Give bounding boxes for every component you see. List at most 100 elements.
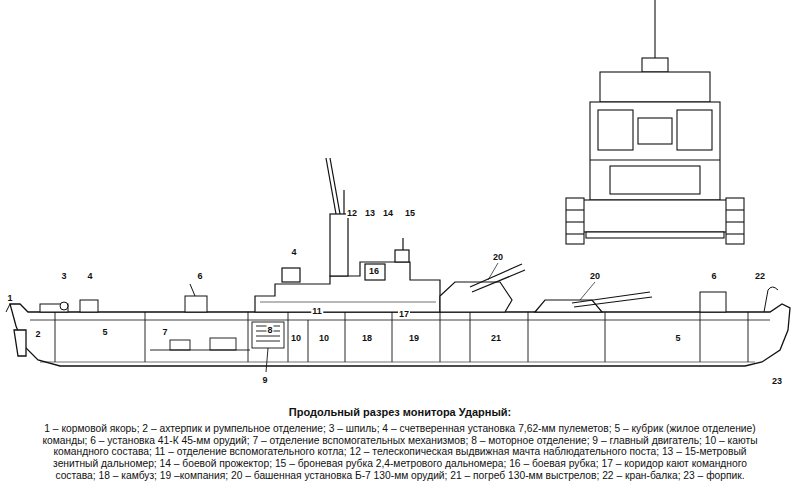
cross-section-part (566, 233, 584, 234)
gun-turrets-part (580, 282, 595, 300)
gun-turrets-part (488, 263, 498, 280)
engine (150, 322, 284, 372)
cross-section-part (677, 110, 712, 150)
hull-part (14, 330, 26, 356)
callout-number: 22 (754, 271, 766, 281)
bulkheads-part (392, 312, 393, 362)
callout-number: 21 (490, 333, 502, 343)
cross-section (566, 0, 744, 244)
cross-section-part (566, 221, 584, 222)
callout-number: 10 (318, 333, 330, 343)
bulkheads-part (700, 312, 701, 362)
callout-number: 3 (60, 271, 67, 281)
bulkheads-part (248, 312, 249, 362)
deck-equipment-part (80, 300, 98, 312)
callout-number: 18 (361, 333, 373, 343)
callout-number: 9 (261, 375, 268, 385)
engine-part (256, 336, 280, 337)
callout-number: 2 (34, 329, 41, 339)
gun-turrets-part (535, 300, 602, 312)
cross-section-part (654, 0, 655, 62)
deck-equipment-part (190, 284, 195, 296)
callout-number: 1 (6, 293, 13, 303)
cross-section-part (726, 233, 744, 234)
deck-equipment-part (185, 296, 207, 312)
hull-part (10, 304, 790, 366)
cross-section-part (638, 118, 672, 144)
deck-equipment-part (6, 304, 10, 312)
superstructure-part (282, 268, 300, 282)
bulkheads-part (748, 312, 749, 362)
bulkheads-part (528, 312, 529, 362)
callout-number: 4 (290, 247, 297, 257)
gun-turrets-part (470, 264, 522, 287)
hull-part (30, 320, 770, 321)
bulkheads-part (308, 320, 309, 362)
deck-equipment-part (700, 292, 726, 312)
gun-turrets-part (572, 292, 650, 303)
deck-equipment-part (764, 287, 778, 312)
figure-caption: 1 – кормовой якорь; 2 – ахтерпик и румпе… (40, 423, 760, 481)
callout-number: 13 (364, 208, 376, 218)
cross-section-part (590, 159, 720, 160)
gun-turrets-part (472, 270, 525, 292)
bulkheads-part (345, 312, 346, 362)
superstructure-part (395, 250, 409, 262)
bulkheads-part (440, 312, 441, 362)
callout-number: 20 (492, 252, 504, 262)
superstructure-part (402, 238, 403, 250)
callout-number: 4 (86, 271, 93, 281)
figure-title: Продольный разрез монитора Ударный: (0, 406, 800, 419)
cross-section-part (566, 209, 584, 210)
cross-section-part (610, 166, 700, 194)
cross-section-part (580, 200, 730, 232)
callout-number: 5 (674, 333, 681, 343)
engine-part (170, 340, 190, 350)
cross-section-part (726, 221, 744, 222)
engine-part (210, 338, 236, 350)
callout-number: 14 (382, 208, 394, 218)
cross-section-part (590, 102, 720, 200)
callout-number: 11 (311, 306, 323, 316)
bulkheads-part (288, 312, 289, 362)
callout-number: 16 (368, 266, 380, 276)
callout-number: 10 (290, 333, 302, 343)
callout-number: 17 (398, 309, 410, 319)
hull (10, 304, 790, 366)
superstructure-part (260, 302, 436, 303)
hull-part (40, 362, 755, 363)
deck-equipment-part (60, 302, 68, 310)
gun-turrets-part (440, 282, 512, 312)
engine-part (266, 348, 268, 372)
superstructure-part (330, 158, 340, 214)
engine-part (256, 341, 280, 342)
callout-number: 19 (408, 333, 420, 343)
callout-number: 15 (404, 208, 416, 218)
superstructure (255, 158, 440, 312)
cross-section-part (726, 209, 744, 210)
cross-section-part (598, 110, 633, 150)
bulkheads-part (145, 312, 146, 362)
callout-number: 20 (589, 271, 601, 281)
gun-turrets (440, 263, 652, 312)
callout-number: 23 (771, 376, 783, 386)
cross-section-part (566, 198, 584, 244)
callout-number: 8 (266, 325, 273, 335)
callout-number: 5 (101, 327, 108, 337)
callout-number: 7 (161, 327, 168, 337)
cross-section-part (726, 198, 744, 244)
superstructure-part (343, 190, 344, 214)
bulkheads-part (55, 312, 56, 362)
superstructure-part (365, 264, 385, 280)
gun-turrets-part (574, 297, 652, 307)
deck-equipment (6, 284, 778, 312)
callout-number: 6 (710, 271, 717, 281)
cross-section-part (642, 58, 668, 72)
bulkheads-part (470, 312, 471, 362)
engine-part (252, 322, 284, 348)
superstructure-part (330, 214, 348, 276)
bulkheads (55, 312, 748, 362)
bulkheads-part (605, 312, 606, 362)
cross-section-part (600, 72, 710, 102)
callout-number: 6 (196, 271, 203, 281)
